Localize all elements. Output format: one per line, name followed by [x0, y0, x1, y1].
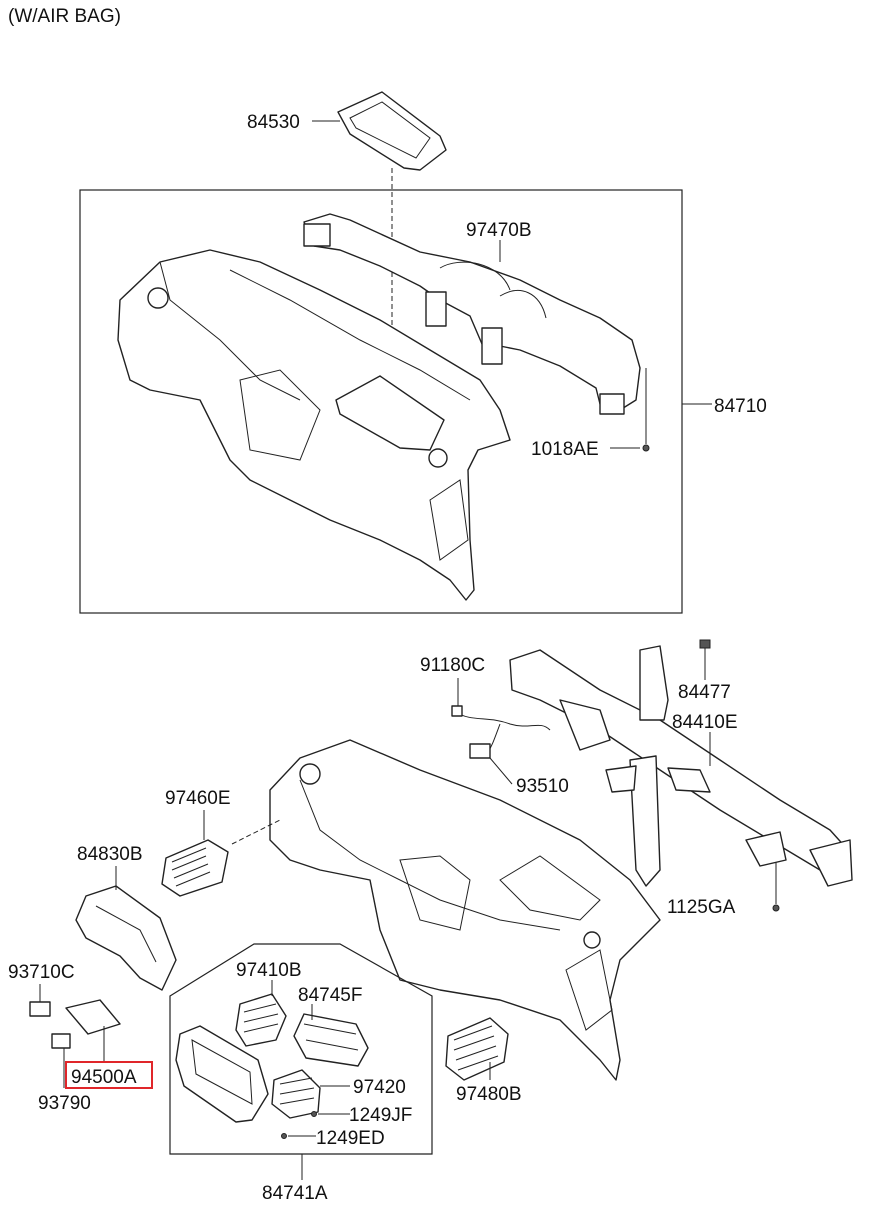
- wiring-91180C: [451, 705, 551, 759]
- vent-97480B: [445, 1017, 509, 1081]
- screw-1125GA: [772, 904, 780, 912]
- switch-93710C: [29, 999, 121, 1035]
- fascia-84830B: [75, 885, 177, 991]
- screw-1018AE: [642, 444, 650, 452]
- bracket-84745F: [293, 1013, 369, 1067]
- highlight-94500A: [65, 1061, 153, 1089]
- label-93710C: 93710C: [8, 962, 75, 983]
- crash-pad-main: [269, 739, 661, 1081]
- cover-84530: [337, 91, 447, 171]
- screw-1249ED: [281, 1133, 287, 1139]
- label-91180C: 91180C: [420, 655, 485, 676]
- upper-assembly-frame: [79, 189, 683, 614]
- label-84830B: 84830B: [77, 844, 143, 865]
- label-84710: 84710: [714, 396, 767, 417]
- label-93790: 93790: [38, 1093, 91, 1114]
- label-84741A: 84741A: [262, 1183, 328, 1204]
- label-84477: 84477: [678, 682, 731, 703]
- leader-93510: [489, 757, 513, 785]
- label-84410E: 84410E: [672, 712, 738, 733]
- cowl-bar-84410E: [509, 645, 853, 887]
- center-fascia-frame: [169, 943, 433, 1155]
- vent-97460E: [161, 839, 229, 897]
- label-97460E: 97460E: [165, 788, 231, 809]
- label-84745F: 84745F: [298, 985, 362, 1006]
- label-94500A: 94500A: [71, 1067, 137, 1088]
- label-97420: 97420: [353, 1077, 406, 1098]
- label-93510: 93510: [516, 776, 569, 797]
- diagram-title: (W/AIR BAG): [8, 6, 121, 27]
- screw-1249JF: [311, 1111, 317, 1117]
- vent-97420: [271, 1069, 321, 1119]
- label-97480B: 97480B: [456, 1084, 522, 1105]
- vent-97410B: [235, 993, 287, 1047]
- switch-93790: [51, 1033, 71, 1049]
- label-97410B: 97410B: [236, 960, 302, 981]
- dash-guide-97460E: [231, 819, 281, 845]
- label-84530: 84530: [247, 112, 300, 133]
- duct-97470B: [303, 213, 641, 415]
- label-97470B: 97470B: [466, 220, 532, 241]
- label-1125GA: 1125GA: [667, 897, 736, 918]
- label-1249JF: 1249JF: [349, 1105, 412, 1126]
- center-fascia-panel: [175, 1025, 269, 1123]
- label-1018AE: 1018AE: [531, 439, 599, 460]
- crash-pad-84710: [117, 249, 511, 601]
- label-1249ED: 1249ED: [316, 1128, 385, 1149]
- bolt-84477: [699, 639, 711, 664]
